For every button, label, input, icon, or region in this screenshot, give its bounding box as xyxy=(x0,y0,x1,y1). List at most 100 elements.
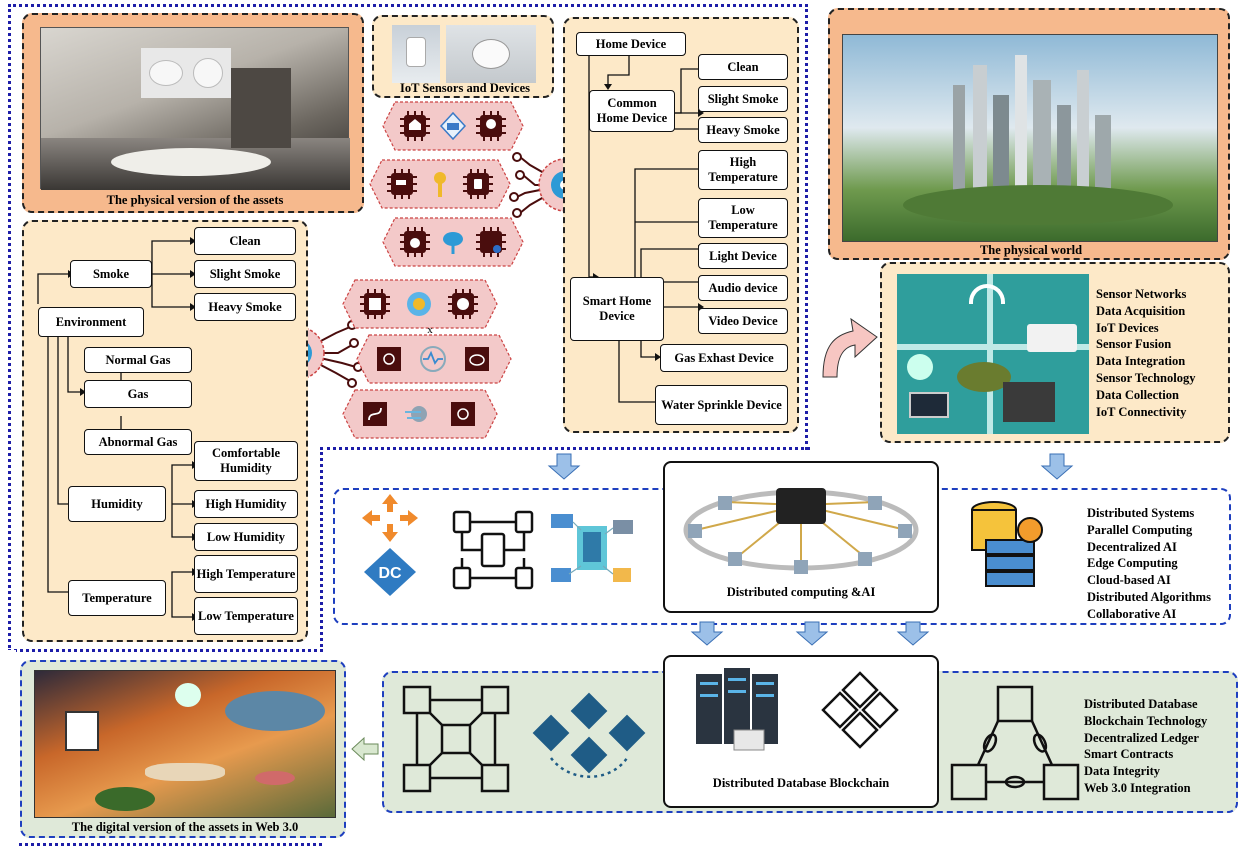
database-icon xyxy=(971,501,1043,587)
cloud-chip-icon xyxy=(465,347,489,371)
device-common-heavy: Heavy Smoke xyxy=(698,117,788,143)
iot-sensors-panel: IoT Sensors and Devices xyxy=(372,15,554,98)
cloud-icon xyxy=(443,232,463,254)
iot-photo-2 xyxy=(446,25,536,83)
sensor-list-item: Sensor Fusion xyxy=(1096,337,1172,352)
gauge-icon xyxy=(407,292,431,316)
iot-caption: IoT Sensors and Devices xyxy=(400,81,530,95)
blockchain-grid-icon xyxy=(402,685,510,793)
sensor-list-item: Data Acquisition xyxy=(1096,303,1186,318)
env-root: Environment xyxy=(38,307,144,337)
env-high-humidity: High Humidity xyxy=(194,490,298,518)
sensor-base-icon xyxy=(957,362,1011,392)
down-arrow xyxy=(690,621,724,646)
bulb-chip-icon xyxy=(475,110,507,142)
blockchain-list-item: Data Integrity xyxy=(1084,764,1161,779)
server-rack-icon xyxy=(696,668,778,751)
central-node-icon xyxy=(776,488,826,524)
key-icon xyxy=(434,172,446,197)
env-humidity: Humidity xyxy=(68,486,166,522)
route-icon xyxy=(363,402,387,426)
metaverse-photo xyxy=(34,670,336,818)
device-video: Video Device xyxy=(698,308,788,334)
hex-row-1 xyxy=(382,101,524,151)
sensor-list: Sensor Networks Data Acquisition IoT Dev… xyxy=(1096,286,1195,420)
blockchain-list-item: Distributed Database xyxy=(1084,697,1198,711)
computing-list-item: Parallel Computing xyxy=(1087,522,1193,537)
chip-icon xyxy=(475,226,507,258)
digital-assets-caption: The digital version of the assets in Web… xyxy=(71,820,299,834)
wifi-icon xyxy=(969,284,1005,304)
chip-icon xyxy=(399,110,431,142)
digital-assets-panel: The digital version of the assets in Web… xyxy=(20,660,346,838)
hex-row-6 xyxy=(342,389,498,439)
env-abnormal-gas: Abnormal Gas xyxy=(84,429,192,455)
env-normal-gas: Normal Gas xyxy=(84,347,192,373)
env-gas: Gas xyxy=(84,380,192,408)
down-arrow xyxy=(547,453,581,480)
physical-world-caption: The physical world xyxy=(979,243,1083,257)
hex-row-2 xyxy=(369,159,511,209)
sensor-list-item: Data Collection xyxy=(1096,387,1179,402)
device-high-temp: High Temperature xyxy=(698,150,788,190)
env-high-temperature: High Temperature xyxy=(194,555,298,593)
sensor-list-item: Sensor Technology xyxy=(1096,370,1196,385)
curved-arrow xyxy=(822,317,878,378)
physical-world-panel: The physical world xyxy=(828,8,1230,260)
blockchain-caption: Distributed Database Blockchain xyxy=(712,776,890,790)
chain-triangle-icon xyxy=(950,685,1080,801)
pulse-icon xyxy=(420,346,446,372)
wind-gear-icon xyxy=(405,406,427,422)
physical-assets-caption: The physical version of the assets xyxy=(106,193,284,207)
computing-list-item: Collaborative AI xyxy=(1087,606,1177,621)
sensor-list-item: Sensor Networks xyxy=(1096,287,1187,301)
down-arrow xyxy=(1040,453,1074,480)
device-common-slight: Slight Smoke xyxy=(698,86,788,112)
computing-list-item: Decentralized AI xyxy=(1087,539,1177,554)
device-gas-exhast: Gas Exhast Device xyxy=(660,344,788,372)
thermometer-chip-icon xyxy=(447,288,479,320)
hex-row-3 xyxy=(382,217,524,267)
factory-icon xyxy=(439,111,467,141)
env-smoke: Smoke xyxy=(70,260,152,288)
dc-label: DC xyxy=(378,565,402,582)
server-network-icon xyxy=(551,514,633,582)
physical-assets-panel: The physical version of the assets xyxy=(22,13,364,213)
building-chip-icon xyxy=(359,288,391,320)
left-arrow xyxy=(351,736,379,762)
env-low-temperature: Low Temperature xyxy=(194,597,298,635)
device-common-clean: Clean xyxy=(698,54,788,80)
city-photo xyxy=(842,34,1218,242)
computing-list: Distributed Systems Parallel Computing D… xyxy=(1087,505,1211,623)
device-root: Home Device xyxy=(576,32,686,56)
env-temperature: Temperature xyxy=(68,580,166,616)
device-low-temp: Low Temperature xyxy=(698,198,788,238)
env-low-humidity: Low Humidity xyxy=(194,523,298,551)
blockchain-list-item: Decentralized Ledger xyxy=(1084,730,1199,745)
device-light: Light Device xyxy=(698,243,788,269)
circuit-icon xyxy=(377,347,401,371)
sensor-list-item: IoT Connectivity xyxy=(1096,404,1187,419)
sensor-panel: Sensor Networks Data Acquisition IoT Dev… xyxy=(880,262,1230,443)
device-smart: Smart Home Device xyxy=(570,277,664,341)
computing-list-item: Cloud-based AI xyxy=(1087,573,1171,588)
blockchain-list: Distributed Database Blockchain Technolo… xyxy=(1084,696,1207,797)
kettle-chip-icon xyxy=(399,226,431,258)
disc-icon xyxy=(907,354,933,380)
gear-icon xyxy=(1017,517,1043,543)
env-smoke-heavy: Heavy Smoke xyxy=(194,293,296,321)
hex-row-5 xyxy=(356,334,512,384)
distributed-hub-graphic xyxy=(683,488,919,574)
blockchain-chain-icon xyxy=(532,692,646,778)
computing-list-item: Edge Computing xyxy=(1087,556,1178,571)
blockchain-list-item: Web 3.0 Integration xyxy=(1084,780,1191,795)
lock-chip-icon xyxy=(462,168,494,200)
smoke-detector-icon xyxy=(149,60,183,86)
down-arrows-2 xyxy=(690,621,930,646)
sensor-illustration xyxy=(897,274,1089,434)
down-arrows-1 xyxy=(547,453,1074,480)
computing-caption: Distributed computing &AI xyxy=(726,585,876,599)
env-smoke-slight: Slight Smoke xyxy=(194,260,296,288)
room-photo xyxy=(40,27,350,190)
blockchain-list-item: Blockchain Technology xyxy=(1084,713,1208,728)
